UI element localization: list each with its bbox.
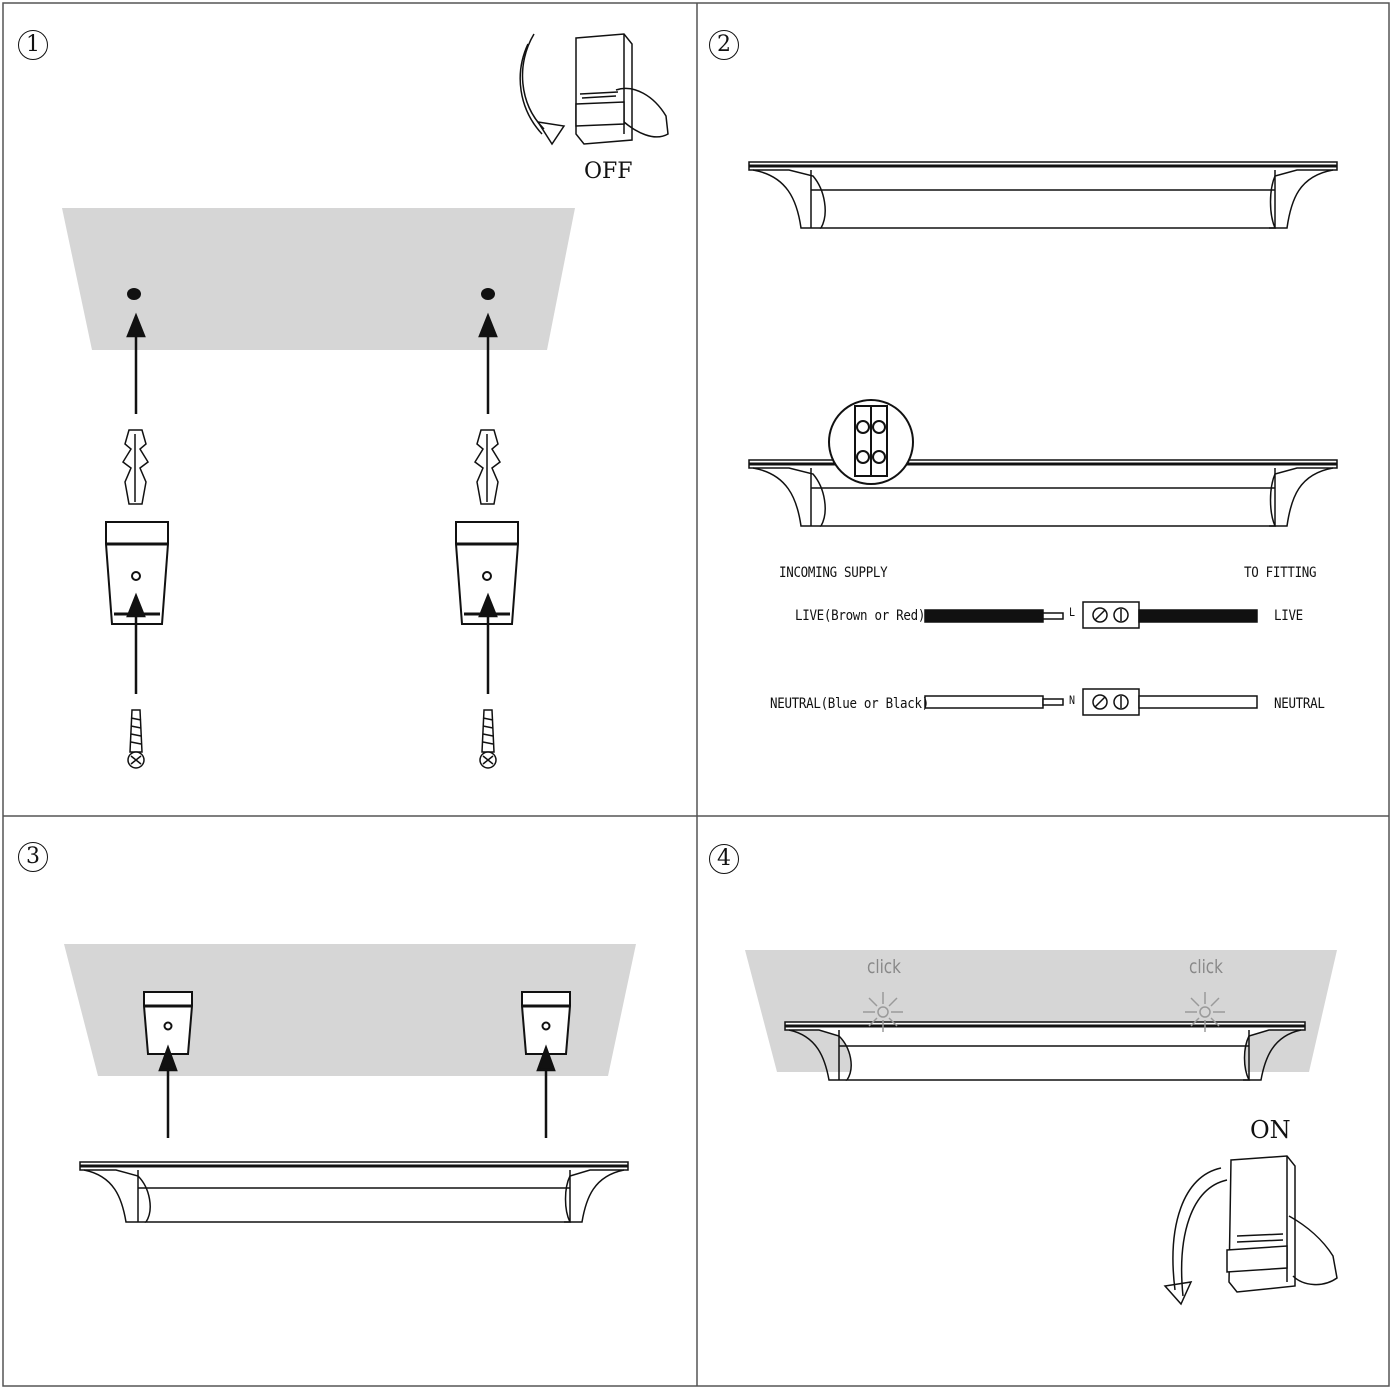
step-2-panel: 2 — [697, 4, 1389, 816]
switch-on-label: ON — [1250, 1116, 1291, 1144]
neutral-terminal-letter: N — [1069, 695, 1075, 708]
ceiling-surface — [64, 944, 636, 1076]
click-label-left: click — [867, 956, 901, 978]
click-burst-icon — [1185, 992, 1225, 1032]
wall-plug-icon — [474, 429, 501, 505]
terminal-block-icon — [828, 399, 914, 485]
wall-switch-on-icon — [1163, 1155, 1338, 1306]
step-4-illustration — [745, 950, 1338, 1306]
screw-arrows — [126, 592, 498, 694]
light-fitting — [784, 1021, 1306, 1081]
screw-icon — [127, 709, 145, 769]
to-fitting-label: TO FITTING — [1244, 563, 1317, 581]
live-incoming-label: LIVE(Brown or Red) — [795, 606, 926, 624]
neutral-fitting-label: NEUTRAL — [1274, 694, 1325, 712]
mounting-clip-icon — [521, 991, 571, 1055]
step-2-illustration — [748, 161, 1338, 716]
wall-switch-off-icon — [519, 33, 669, 146]
step-4-number: 4 — [709, 844, 739, 874]
step-3-number: 3 — [18, 842, 48, 872]
live-fitting-label: LIVE — [1274, 606, 1303, 624]
drill-hole — [127, 288, 141, 300]
step-1-illustration — [62, 33, 669, 769]
mounting-clip-icon — [143, 991, 193, 1055]
step-4-panel: 4 — [697, 816, 1389, 1386]
insert-arrows — [126, 312, 498, 414]
step-1-panel: 1 — [4, 4, 697, 816]
ceiling-surface — [62, 208, 575, 350]
light-fitting — [748, 161, 1338, 229]
incoming-supply-label: INCOMING SUPPLY — [779, 563, 888, 581]
switch-off-label: OFF — [584, 159, 633, 184]
wall-plug-icon — [122, 429, 149, 505]
neutral-wire — [924, 688, 1258, 716]
click-burst-icon — [863, 992, 903, 1032]
live-terminal-letter: L — [1069, 607, 1075, 620]
mount-arrows — [158, 1044, 556, 1138]
step-3-illustration — [64, 944, 636, 1223]
step-1-number: 1 — [18, 30, 48, 60]
live-wire — [924, 601, 1258, 629]
light-fitting — [79, 1161, 629, 1223]
mounting-clip-icon — [455, 521, 519, 625]
light-fitting — [748, 459, 1338, 527]
screw-icon — [479, 709, 497, 769]
step-2-number: 2 — [709, 30, 739, 60]
step-3-panel: 3 — [4, 816, 697, 1386]
neutral-incoming-label: NEUTRAL(Blue or Black) — [770, 694, 929, 712]
drill-hole — [481, 288, 495, 300]
click-label-right: click — [1189, 956, 1223, 978]
